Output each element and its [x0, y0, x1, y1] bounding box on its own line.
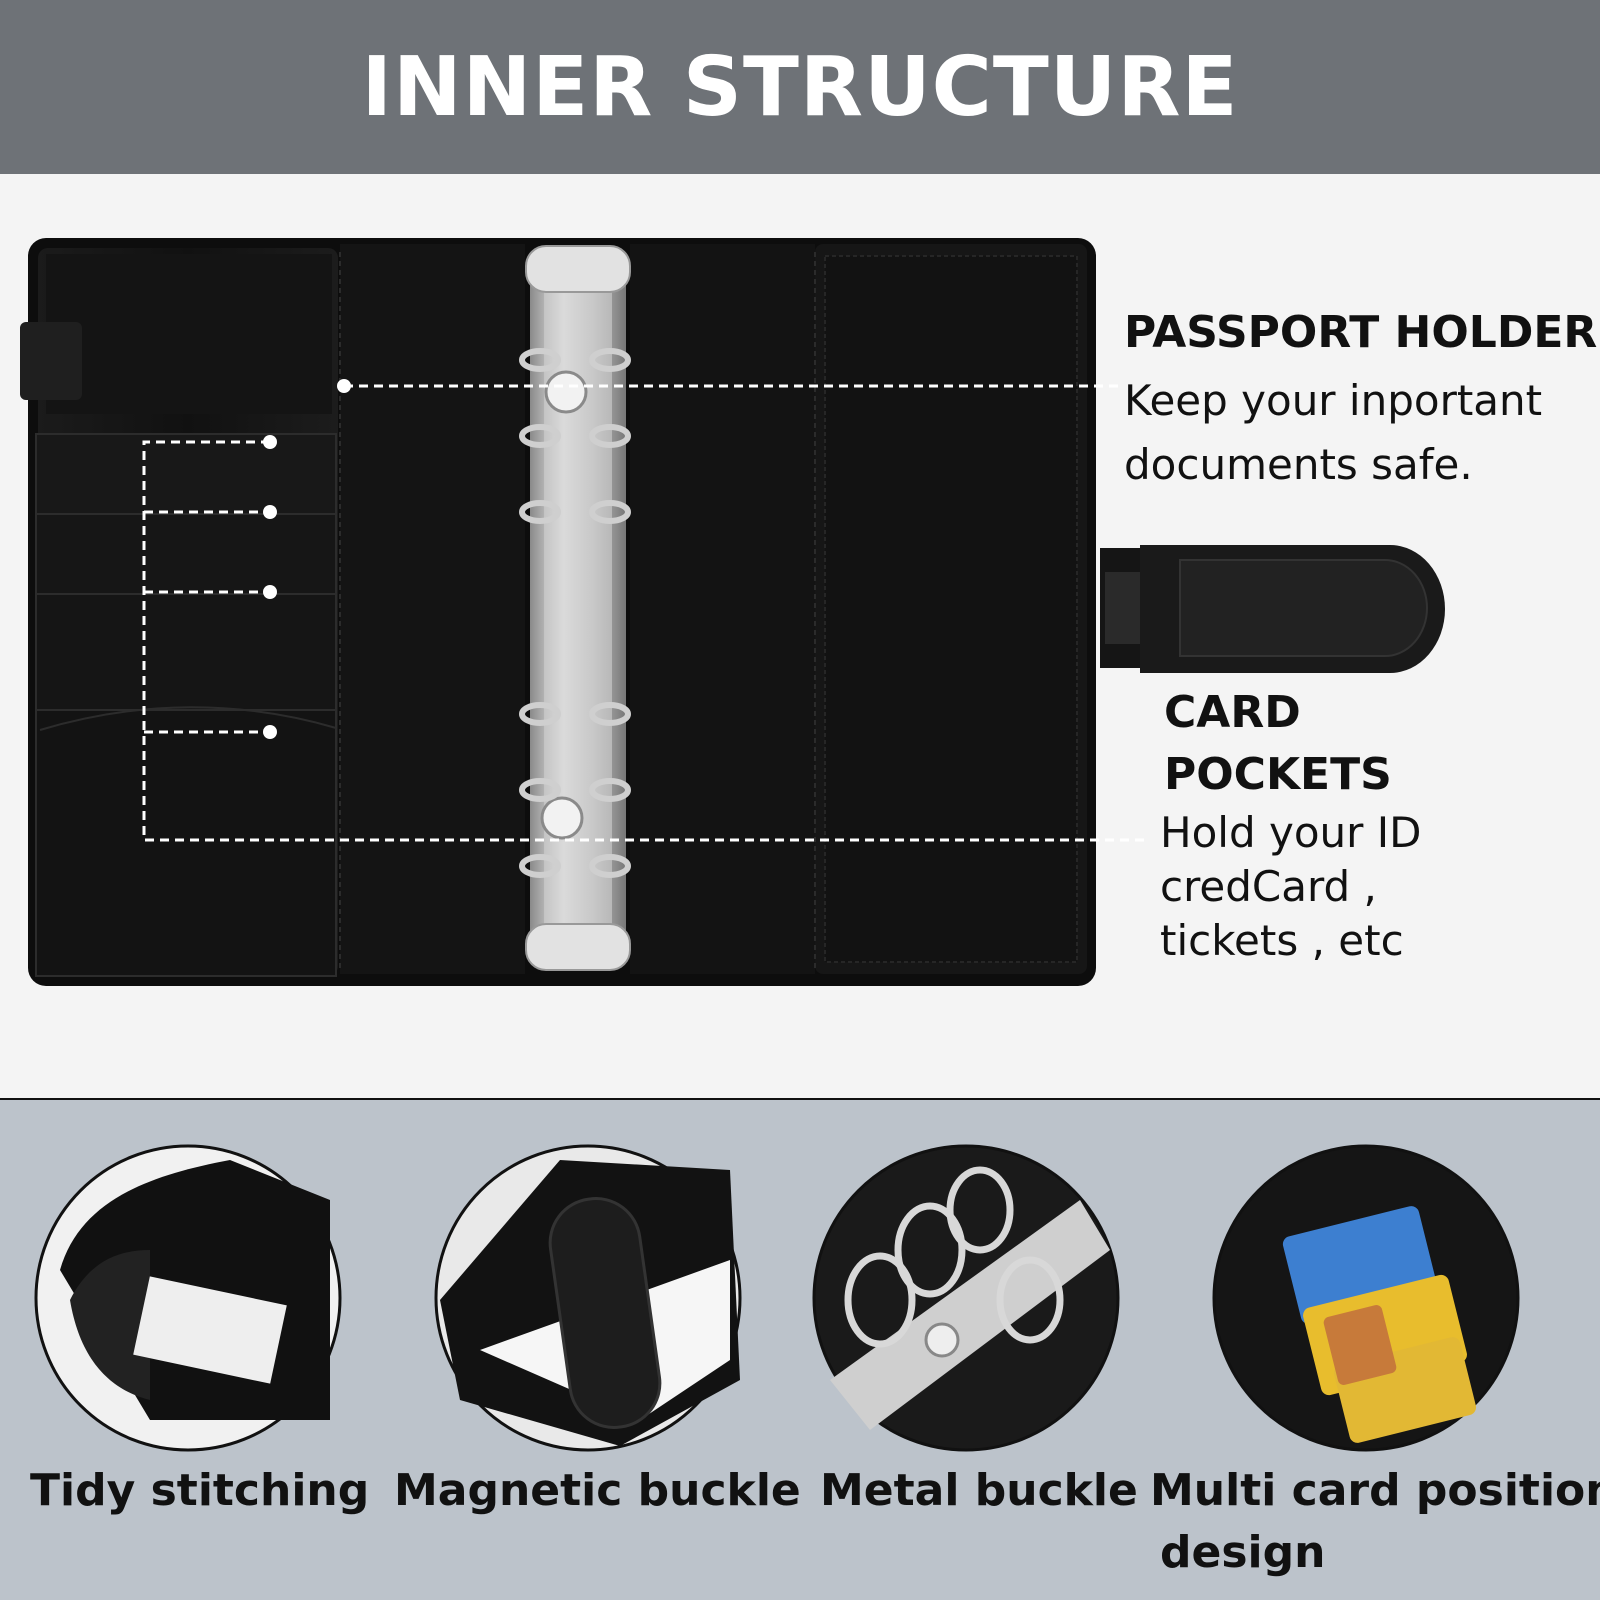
callout-dots: [263, 379, 351, 739]
card-pockets-title-2: POCKETS: [1164, 749, 1392, 800]
feature-circle-metal-buckle: [812, 1144, 1120, 1452]
section-divider: [0, 1098, 1600, 1100]
feature-caption-multi-card-line-2: design: [1160, 1527, 1326, 1578]
feature-circle-magnetic-buckle: [434, 1144, 742, 1452]
card-pockets-callout: CARD POCKETS Hold your ID credCard , tic…: [1160, 682, 1421, 968]
feature-caption-multi-card-line-1: Multi card position: [1150, 1465, 1600, 1516]
feature-caption-magnetic-buckle: Magnetic buckle: [394, 1465, 801, 1516]
header-banner: INNER STRUCTURE: [0, 0, 1600, 174]
feature-caption-metal-buckle: Metal buckle: [820, 1465, 1138, 1516]
feature-circle-multi-card: [1212, 1144, 1520, 1452]
magnetic-tab: [1100, 545, 1445, 673]
passport-holder-desc-2: documents safe.: [1124, 440, 1473, 489]
passport-holder-title: PASSPORT HOLDER: [1124, 307, 1598, 358]
feature-caption-tidy-stitching: Tidy stitching: [30, 1465, 370, 1516]
card-pockets-desc-1: Hold your ID: [1160, 808, 1422, 857]
passport-holder-desc-1: Keep your inportant: [1124, 376, 1543, 425]
ring-mechanism: [519, 245, 631, 971]
card-pockets-title-1: CARD: [1164, 687, 1301, 738]
card-pockets-desc-2: credCard ,: [1160, 862, 1377, 911]
card-pockets-desc-3: tickets , etc: [1160, 916, 1404, 965]
page-title: INNER STRUCTURE: [361, 39, 1239, 135]
callout-lines: [142, 384, 1150, 842]
passport-holder-callout: PASSPORT HOLDER Keep your inportant docu…: [1124, 302, 1597, 494]
feature-circle-tidy-stitching: [34, 1144, 342, 1452]
